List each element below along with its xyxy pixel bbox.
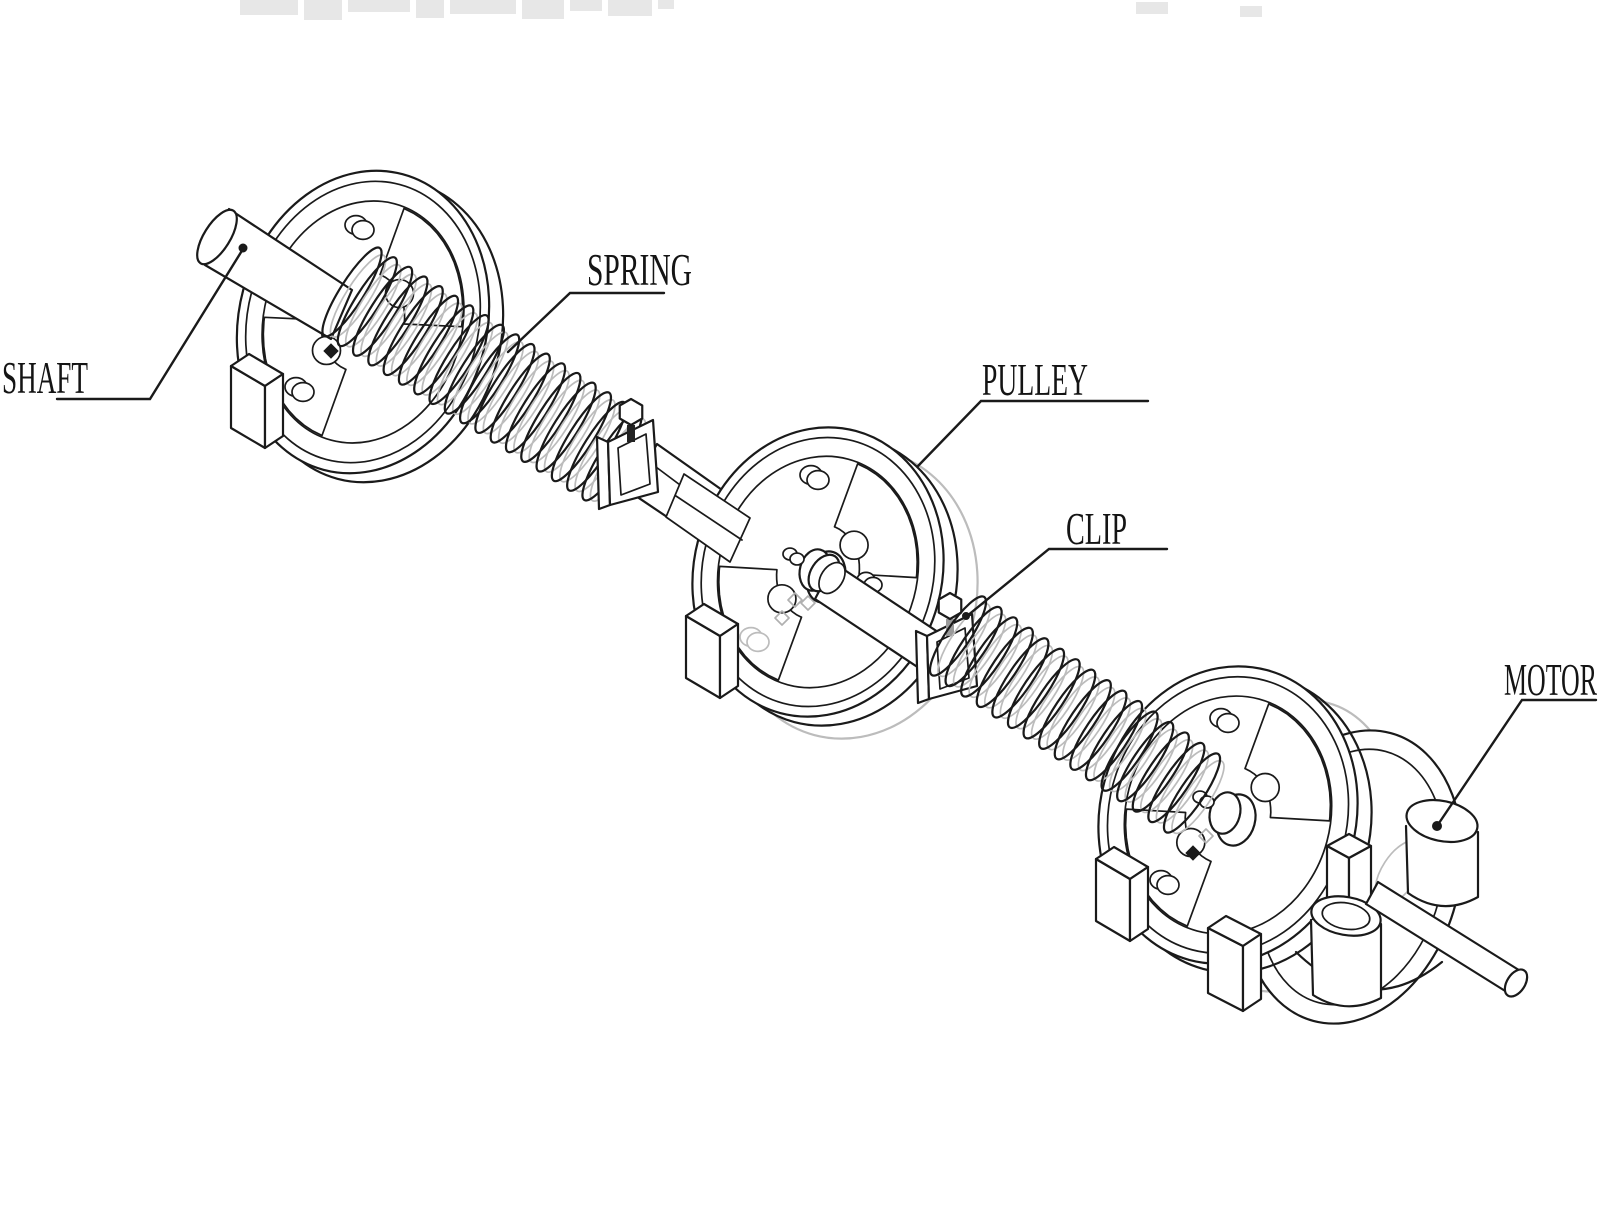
leader-shaft-dot (238, 243, 248, 253)
leader-clip-dot (962, 612, 970, 620)
spring-right-coil (928, 595, 1225, 835)
leader-spring (506, 291, 666, 354)
label-motor: MOTOR (1504, 655, 1597, 705)
leader-pulley (916, 399, 1150, 468)
shaft-through-pulley (665, 473, 751, 563)
label-clip: CLIP (1066, 504, 1127, 554)
pulley-left-disc (229, 169, 505, 484)
spring-left-coil (321, 246, 647, 502)
label-spring: SPRING (587, 245, 692, 295)
annotations: SHAFT SPRING PULLEY CLIP MOTOR (2, 243, 1598, 831)
shaft-cylinder (196, 207, 354, 341)
label-shaft: SHAFT (2, 353, 88, 403)
pulley-right-disc (1094, 665, 1373, 1013)
label-pulley: PULLEY (982, 355, 1088, 405)
leader-shaft (55, 247, 245, 401)
motor-capacitor-cylinder (1404, 798, 1480, 908)
leader-clip (965, 547, 1169, 618)
leader-motor (1435, 698, 1598, 828)
cropped-top-text-artifact (240, 0, 1262, 20)
leader-motor-dot (1432, 821, 1442, 831)
motor-output-shaft (1364, 880, 1529, 998)
motor-body (1294, 832, 1444, 1008)
clip-left-clamp (595, 397, 660, 511)
clip-right-clamp (914, 591, 979, 705)
